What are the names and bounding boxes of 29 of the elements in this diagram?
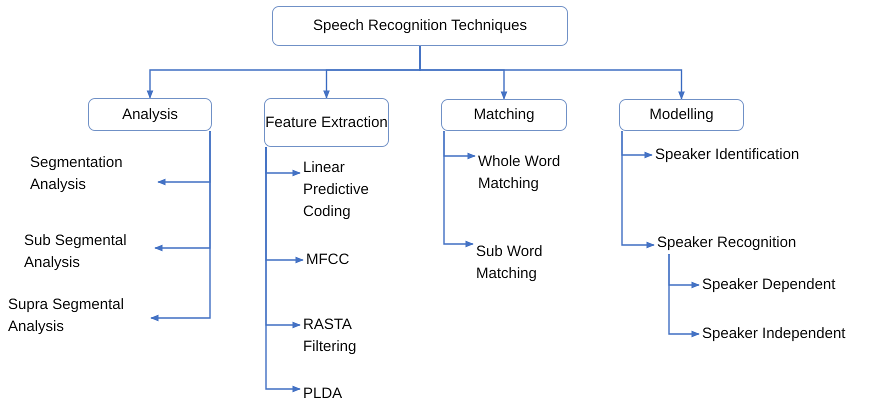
technique-label: PLDA [303, 384, 344, 404]
technique-label: Sub Segmental Analysis [24, 231, 128, 273]
category-box [441, 99, 567, 131]
technique-label: Speaker Dependent [702, 275, 836, 295]
category-box [619, 99, 744, 131]
category-box [264, 98, 389, 147]
category-label: Analysis [122, 104, 178, 124]
category-label: Matching [474, 105, 534, 125]
category-box [272, 6, 568, 46]
category-label: Feature Extraction [265, 112, 388, 132]
arrow [621, 131, 655, 248]
arrow [150, 131, 211, 322]
technique-label: RASTA Filtering [303, 315, 358, 357]
arrow [443, 131, 474, 248]
technique-label: Speaker Independent [702, 324, 846, 344]
technique-label: MFCC [306, 250, 350, 270]
technique-label: Supra Segmental Analysis [8, 295, 125, 337]
technique-label: Linear Predictive Coding [303, 158, 370, 222]
arrow [265, 147, 301, 392]
technique-label: Speaker Identification [655, 145, 800, 165]
category-box [88, 98, 212, 131]
technique-label: Speaker Recognition [657, 233, 798, 253]
category-label: Speech Recognition Techniques [312, 16, 528, 36]
technique-label: Segmentation Analysis [30, 153, 124, 195]
technique-label: Whole Word Matching [478, 152, 562, 194]
category-label: Modelling [649, 105, 714, 125]
arrow [668, 254, 700, 338]
arrow [419, 46, 685, 100]
technique-label: Sub Word Matching [476, 242, 544, 284]
